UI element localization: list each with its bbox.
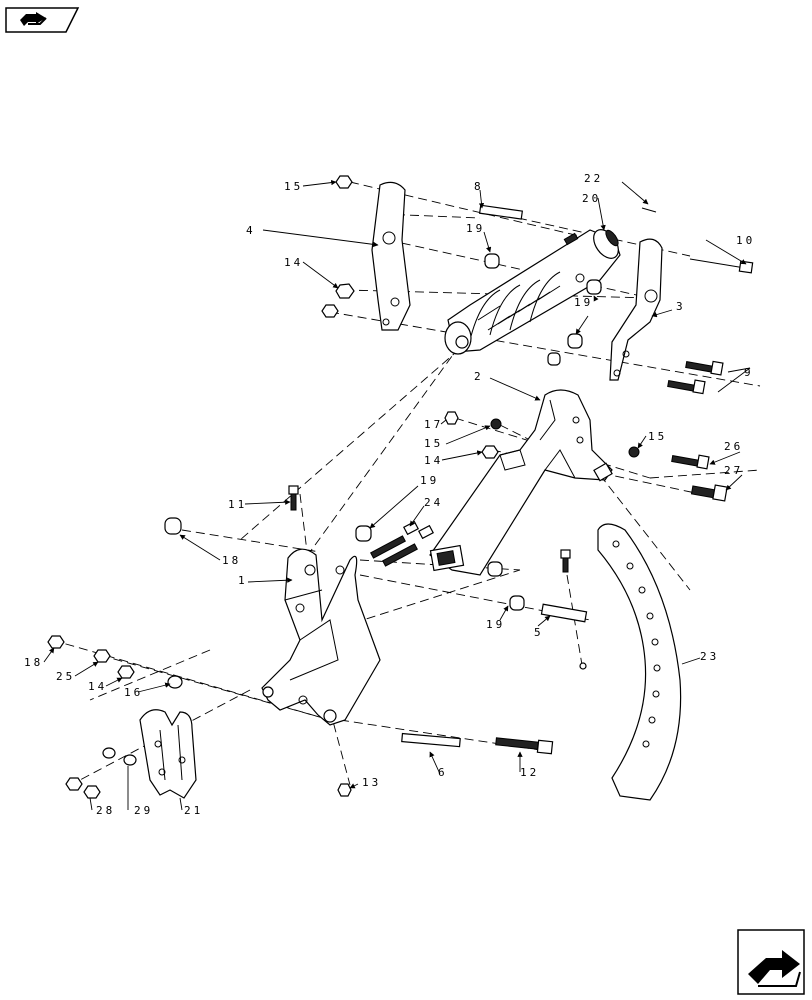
- callout-21: 21: [184, 804, 203, 817]
- callout-27: 27: [724, 464, 743, 477]
- callout-23: 23: [700, 650, 719, 663]
- callout-26: 26: [724, 440, 743, 453]
- callout-15-mid: 15: [424, 437, 443, 450]
- callout-22: 22: [584, 172, 603, 185]
- callout-15-top: 15: [284, 180, 303, 193]
- callout-5: 5: [534, 626, 544, 639]
- callout-20: 20: [582, 192, 601, 205]
- leader-lines: [43, 179, 751, 811]
- clevis-bracket: [139, 709, 197, 799]
- right-plate: [609, 238, 663, 381]
- callout-12: 12: [520, 766, 539, 779]
- callout-19-left: 18: [222, 554, 241, 567]
- callout-labels: 15 4 14 8 19 22 20 10 19 3 9 2 17 15 14 …: [24, 172, 755, 817]
- callout-8: 8: [474, 180, 484, 193]
- callout-28: 28: [96, 804, 115, 817]
- left-plate: [371, 181, 411, 331]
- callout-19-lower: 19: [486, 618, 505, 631]
- shank-arm: [429, 389, 613, 576]
- callout-1: 1: [238, 574, 248, 587]
- callout-10: 10: [736, 234, 755, 247]
- callout-19-upper-right: 19: [574, 296, 593, 309]
- callout-3: 3: [676, 300, 686, 313]
- callout-9: 9: [744, 366, 754, 379]
- callout-14-mid: 14: [424, 454, 443, 467]
- hardware-middle: [444, 411, 728, 502]
- callout-17: 17: [424, 418, 443, 431]
- hardware-lower: [47, 485, 588, 799]
- previous-page-icon[interactable]: [5, 7, 80, 33]
- callout-29: 29: [134, 804, 153, 817]
- next-page-icon[interactable]: [737, 929, 805, 995]
- callout-2: 2: [474, 370, 484, 383]
- hardware-upper: [321, 175, 754, 395]
- callout-19-mid: 19: [420, 474, 439, 487]
- callout-11: 11: [228, 498, 247, 511]
- callout-14-lower: 14: [88, 680, 107, 693]
- callout-13: 13: [362, 776, 381, 789]
- callout-24: 24: [424, 496, 443, 509]
- mounting-bracket: [261, 548, 381, 726]
- callout-19-top: 19: [466, 222, 485, 235]
- callout-18: 18: [24, 656, 43, 669]
- spring-cylinder: [444, 229, 621, 355]
- curved-shank: [597, 523, 682, 801]
- callout-4: 4: [246, 224, 256, 237]
- callout-6: 6: [438, 766, 448, 779]
- callout-14-top: 14: [284, 256, 303, 269]
- callout-16: 16: [124, 686, 143, 699]
- callout-25: 25: [56, 670, 75, 683]
- callout-15-right: 15: [648, 430, 667, 443]
